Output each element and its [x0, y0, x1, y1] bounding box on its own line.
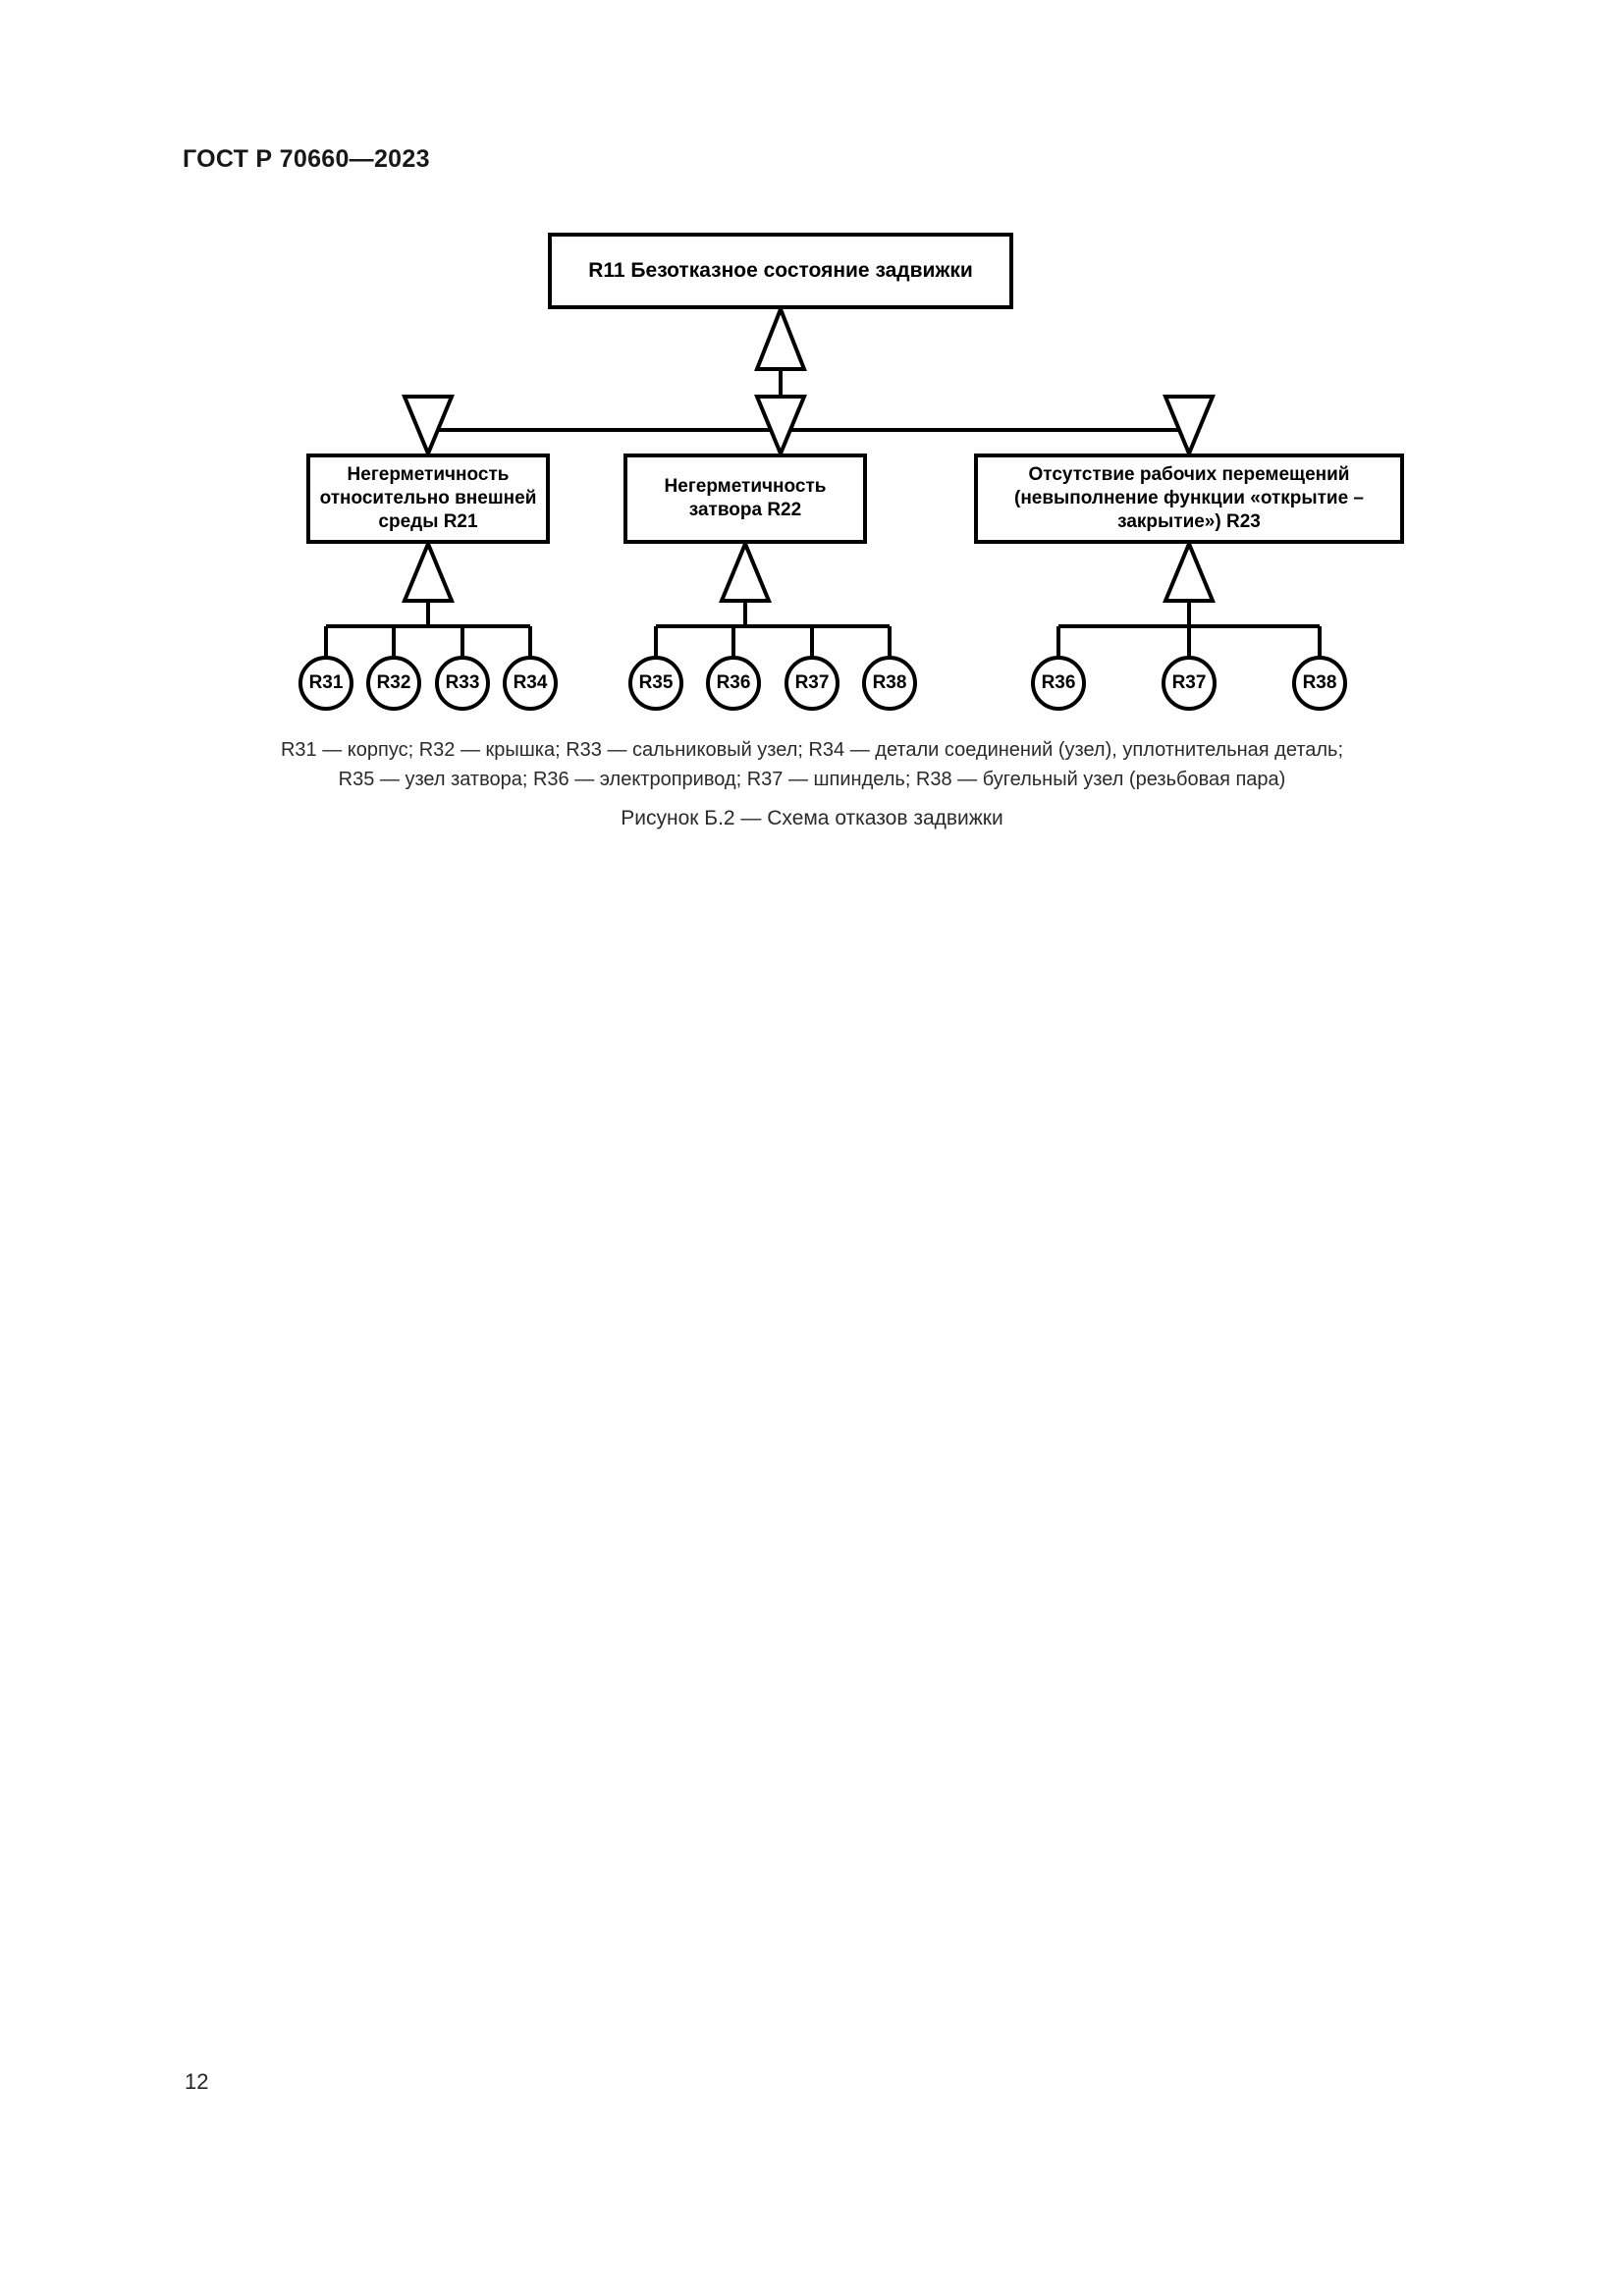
node-box-r22[interactable]: Негерметичность затвора R22: [623, 454, 867, 544]
node-box-r23[interactable]: Отсутствие рабочих перемещений (невыполн…: [974, 454, 1404, 544]
leaf-node-r36-g2[interactable]: R36: [706, 656, 761, 711]
node-box-r11-label: R11 Безотказное состояние задвижки: [588, 258, 973, 282]
leaf-node-r35[interactable]: R35: [628, 656, 683, 711]
leaf-node-r38-g3[interactable]: R38: [1292, 656, 1347, 711]
leaf-node-r36-g3[interactable]: R36: [1031, 656, 1086, 711]
leaf-node-r38-g2[interactable]: R38: [862, 656, 917, 711]
node-box-r21[interactable]: Негерметичность относительно внешней сре…: [306, 454, 550, 544]
fault-tree-figure: R11 Безотказное состояние задвижки Негер…: [0, 0, 1624, 883]
leaf-node-r34[interactable]: R34: [503, 656, 558, 711]
figure-legend-line-1: R31 — корпус; R32 — крышка; R33 — сальни…: [280, 739, 1344, 761]
node-box-r11[interactable]: R11 Безотказное состояние задвижки: [548, 233, 1013, 309]
leaf-node-r33[interactable]: R33: [435, 656, 490, 711]
leaf-node-r31[interactable]: R31: [298, 656, 353, 711]
or-gate-top: [754, 303, 807, 371]
node-box-r21-label: Негерметичность относительно внешней сре…: [319, 464, 537, 532]
figure-legend: R31 — корпус; R32 — крышка; R33 — сальни…: [183, 735, 1441, 794]
page-number: 12: [185, 2069, 209, 2094]
arrow-into-r22: [754, 395, 807, 459]
document-header: ГОСТ Р 70660—2023: [183, 145, 430, 173]
figure-caption: Рисунок Б.2 — Схема отказов задвижки: [621, 807, 1003, 829]
leaf-node-r32[interactable]: R32: [366, 656, 421, 711]
arrow-into-r21: [402, 395, 455, 459]
or-gate-r23: [1163, 538, 1216, 603]
or-gate-r22: [719, 538, 772, 603]
or-gate-r21: [402, 538, 455, 603]
figure-legend-line-2: R35 — узел затвора; R36 — электропривод;…: [338, 769, 1286, 790]
leaf-node-r37-g3[interactable]: R37: [1162, 656, 1217, 711]
fault-tree-connectors: [324, 303, 1322, 656]
node-box-r23-label: Отсутствие рабочих перемещений (невыполн…: [1014, 464, 1364, 532]
node-box-r22-label: Негерметичность затвора R22: [664, 476, 827, 520]
arrow-into-r23: [1163, 395, 1216, 459]
leaf-node-r37-g2[interactable]: R37: [785, 656, 839, 711]
